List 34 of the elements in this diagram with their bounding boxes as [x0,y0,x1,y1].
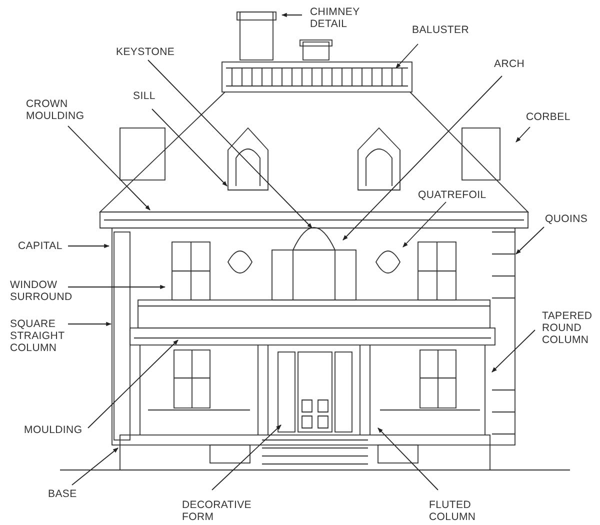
part-label: DECORATIVE FORM [182,499,252,523]
part-label: SQUARE STRAIGHT COLUMN [10,318,64,354]
part-label: QUOINS [545,213,588,225]
leader-line [281,12,302,18]
part-label: WINDOW SURROUND [10,279,72,303]
leader-line [152,108,228,186]
part-label: ARCH [494,58,525,70]
leader-line [68,322,112,326]
part-label: CROWN MOULDING [26,98,84,122]
part-label: KEYSTONE [116,46,175,58]
leader-line [148,60,312,228]
part-label: CAPITAL [18,240,62,252]
leader-line [88,340,178,428]
leader-line [516,126,530,142]
part-label: MOULDING [24,424,82,436]
leader-line [378,428,438,490]
part-label: SILL [133,90,156,102]
leader-line [68,126,150,210]
part-label: BALUSTER [412,24,470,36]
part-label: CORBEL [526,111,570,123]
leader-line [492,330,536,372]
leader-line [342,76,502,240]
part-label: QUATREFOIL [418,189,486,201]
leader-line [212,424,282,490]
leader-line [396,44,418,68]
leader-line [68,244,110,248]
leader-line [68,284,166,290]
part-label: BASE [48,488,77,500]
leader-line [516,226,544,254]
part-label: CHIMNEY DETAIL [310,6,360,30]
leader-line [72,448,118,486]
part-label: FLUTED COLUMN [429,499,476,523]
part-label: TAPERED ROUND COLUMN [542,310,592,346]
leader-line [402,202,446,248]
